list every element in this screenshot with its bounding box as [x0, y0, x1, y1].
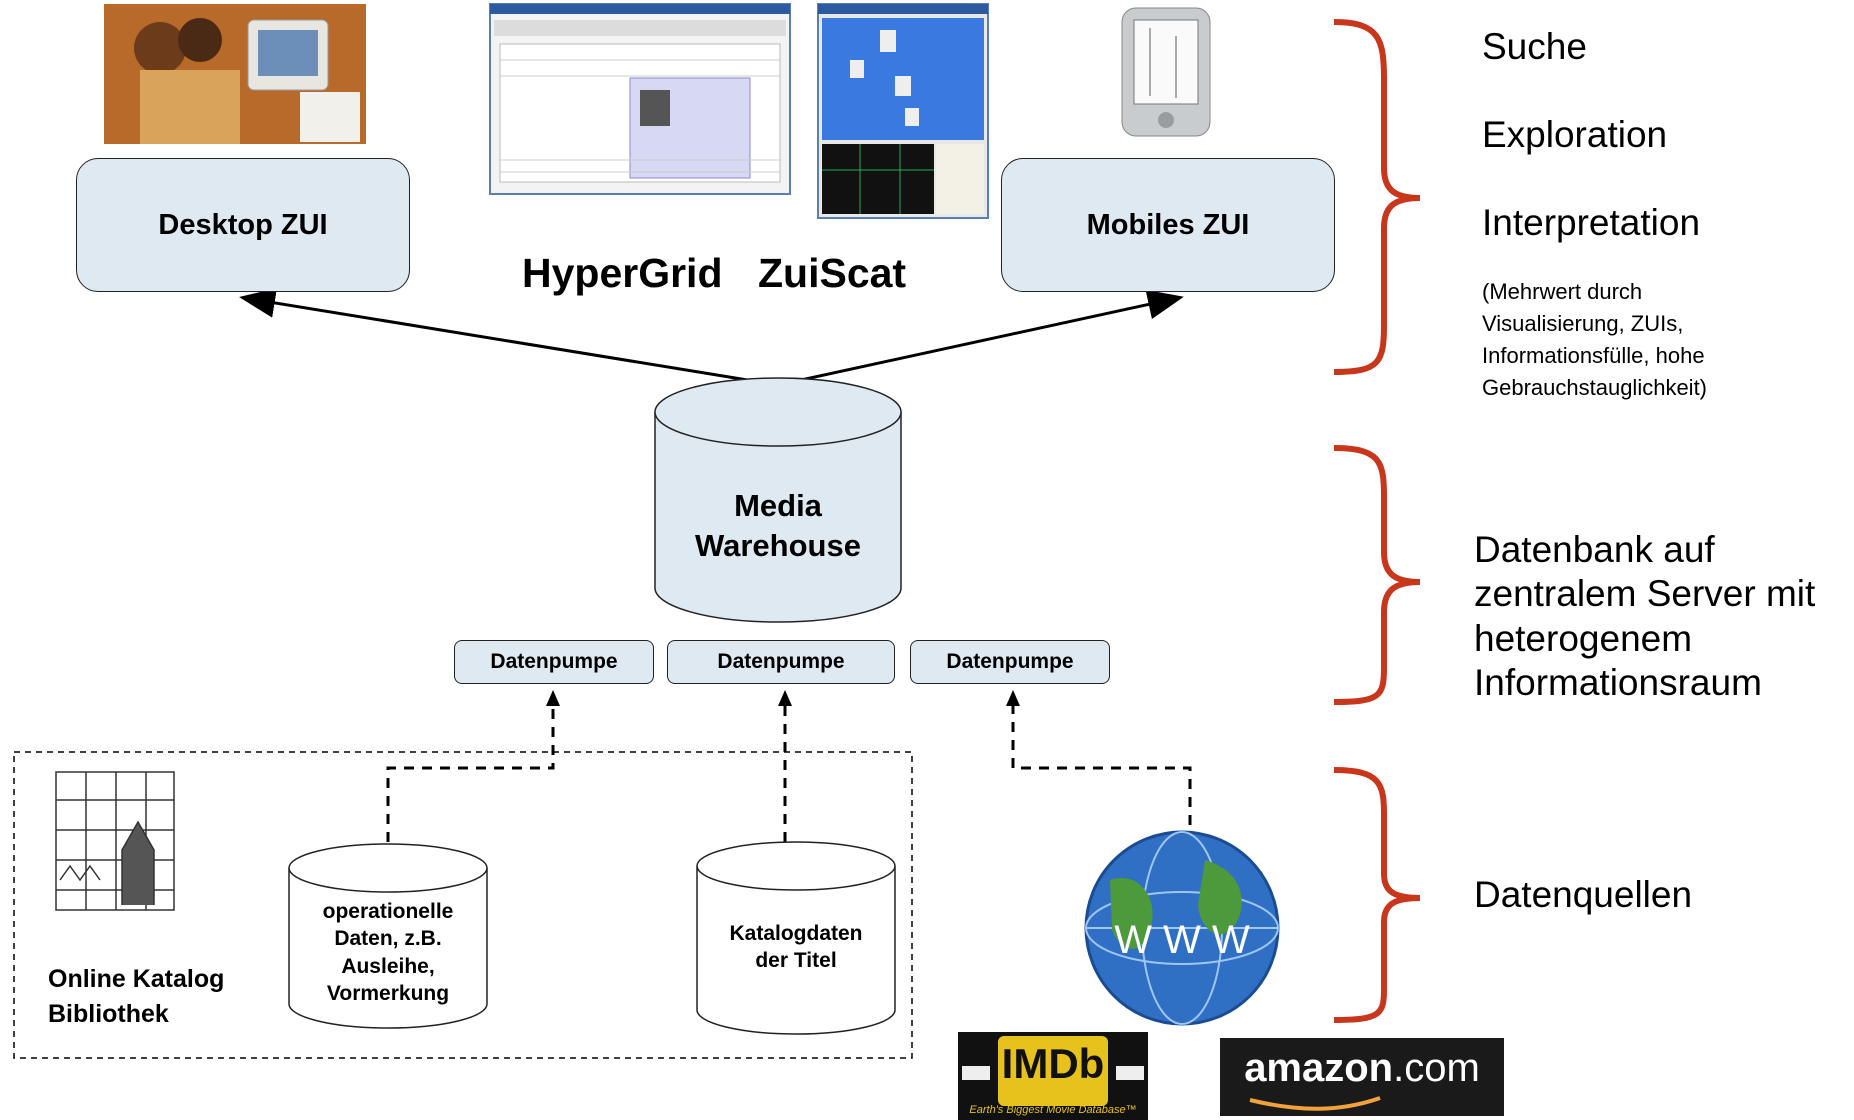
amazon-logo	[1220, 1038, 1504, 1116]
catalog-line2: der Titel	[755, 949, 837, 973]
library-label: Online Katalog Bibliothek	[48, 962, 224, 1032]
annotation-datenquellen: Datenquellen	[1474, 874, 1693, 915]
desktop-zui-label: Desktop ZUI	[158, 208, 328, 241]
annotation-exploration: Exploration	[1482, 114, 1668, 155]
annotation-note-line2: Visualisierung, ZUIs,	[1482, 310, 1684, 336]
media-warehouse-cylinder	[654, 377, 902, 623]
catalog-data-cylinder	[696, 841, 896, 1035]
datenpumpe-2: Datenpumpe	[667, 640, 895, 684]
amazon-wordmark: amazon.com	[1220, 1046, 1504, 1091]
hypergrid-label: HyperGrid	[522, 250, 723, 296]
operational-line1: operationelle	[322, 900, 454, 923]
annotation-database: Datenbank auf zentralem Server mit heter…	[1474, 528, 1815, 706]
datenpumpe-3-label: Datenpumpe	[946, 650, 1074, 673]
operational-line2: Daten, z.B.	[334, 927, 442, 951]
mobile-zui-box: Mobiles ZUI	[1001, 158, 1335, 292]
flow-www-to-pump3	[1011, 700, 1192, 825]
media-warehouse-label: Media Warehouse	[655, 486, 901, 567]
media-warehouse-line1: Media	[734, 488, 822, 523]
desktop-users-photo	[104, 4, 366, 144]
media-warehouse-line2: Warehouse	[695, 528, 861, 564]
annotation-note-line4: Gebrauchstauglichkeit)	[1482, 374, 1708, 400]
operational-line3: Ausleihe,	[341, 954, 435, 978]
globe-icon	[1084, 830, 1280, 1026]
operational-data-label: operationelle Daten, z.B. Ausleihe, Vorm…	[289, 898, 487, 1007]
catalog-line1: Katalogdaten	[729, 922, 863, 945]
imdb-logo	[958, 1032, 1148, 1120]
library-label-line2: Bibliothek	[48, 1000, 169, 1028]
brace-top	[1333, 19, 1421, 375]
datenpumpe-2-label: Datenpumpe	[717, 650, 845, 673]
brace-middle	[1333, 445, 1421, 705]
annotation-database-line2: zentralem Server mit	[1474, 573, 1816, 615]
www-label: W W W	[1114, 918, 1250, 962]
arrow-to-desktop	[239, 288, 779, 387]
imdb-tagline: Earth's Biggest Movie Database™	[969, 1104, 1137, 1116]
library-label-line1: Online Katalog	[48, 965, 225, 993]
zuiscat-label: ZuiScat	[758, 250, 907, 296]
datenpumpe-1: Datenpumpe	[454, 640, 654, 684]
library-logo	[55, 771, 175, 911]
annotation-database-line3: heterogenem	[1474, 617, 1693, 659]
annotation-suche: Suche	[1482, 26, 1587, 67]
datenpumpe-1-label: Datenpumpe	[490, 650, 618, 673]
internal-sources-region	[13, 751, 913, 1059]
pda-device-image	[1121, 7, 1211, 137]
annotation-note-line3: Informationsfülle, hohe	[1482, 342, 1705, 368]
amazon-suffix: .com	[1393, 1046, 1480, 1090]
annotation-database-line4: Informationsraum	[1474, 662, 1762, 704]
imdb-label: IMDb	[1001, 1040, 1105, 1087]
arrow-to-mobile	[777, 289, 1184, 387]
annotation-note: (Mehrwert durch Visualisierung, ZUIs, In…	[1482, 276, 1707, 404]
operational-data-cylinder	[288, 843, 488, 1029]
annotation-database-line1: Datenbank auf	[1474, 529, 1715, 570]
catalog-data-label: Katalogdaten der Titel	[697, 920, 895, 975]
desktop-zui-box: Desktop ZUI	[76, 158, 410, 292]
mobile-zui-label: Mobiles ZUI	[1086, 208, 1250, 241]
datenpumpe-3: Datenpumpe	[910, 640, 1110, 684]
operational-line4: Vormerkung	[326, 981, 450, 1005]
brace-bottom	[1333, 767, 1421, 1023]
zuiscat-screenshot	[817, 3, 989, 219]
annotation-note-line1: (Mehrwert durch	[1482, 279, 1643, 304]
flow-operational-to-pump1	[386, 700, 555, 842]
amazon-label: amazon	[1244, 1046, 1394, 1090]
annotation-interpretation: Interpretation	[1482, 202, 1701, 243]
hypergrid-screenshot	[489, 3, 791, 195]
